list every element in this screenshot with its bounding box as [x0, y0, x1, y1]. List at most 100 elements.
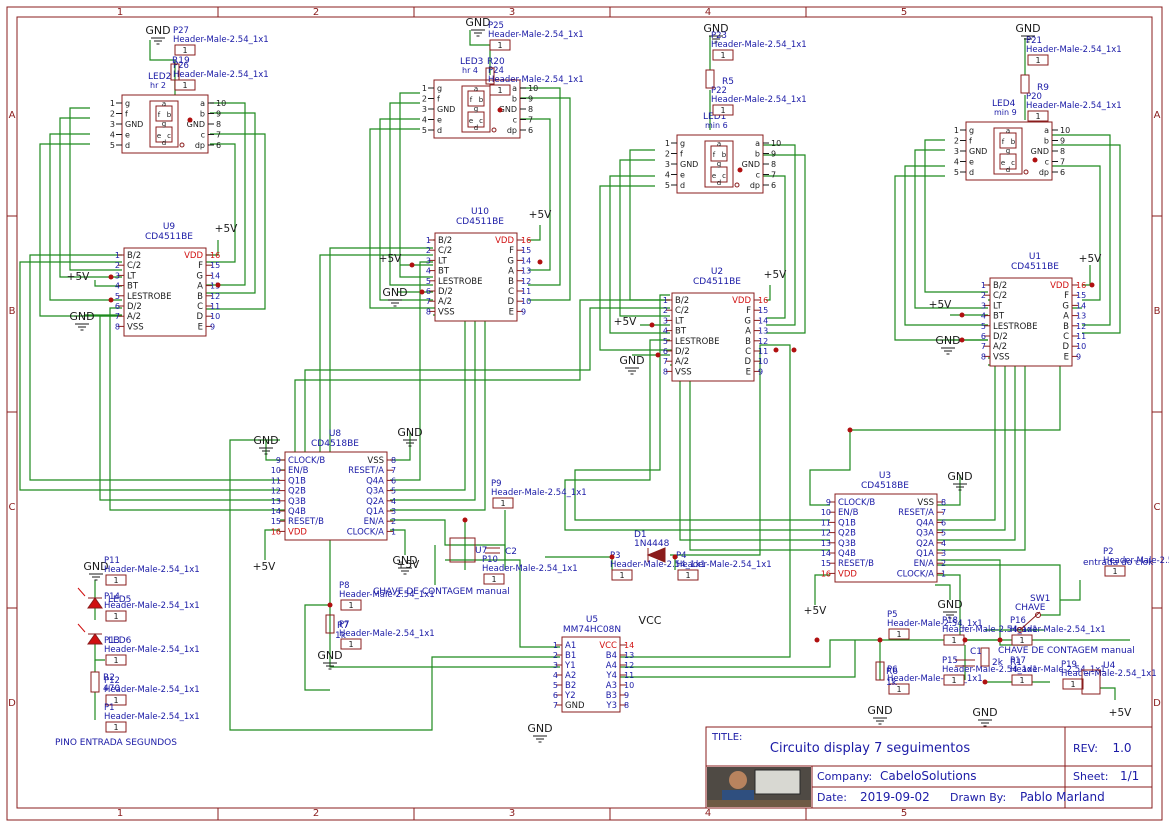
pin-number: 12: [271, 487, 281, 496]
header-pin-box: [489, 39, 511, 51]
pin-number: 10: [821, 508, 831, 517]
gnd-label: GND: [317, 649, 342, 662]
wire: [1050, 165, 1101, 301]
header-part: Header-Male-2.54_1x1: [1010, 625, 1106, 635]
pin-number: 11: [521, 287, 531, 296]
pin-name: Q4A: [366, 476, 384, 486]
pin-number: 5: [665, 181, 670, 190]
row-label: B: [1154, 306, 1161, 317]
pin-name: C: [745, 347, 751, 357]
pin-number: 9: [521, 307, 526, 316]
header-ref: P3: [610, 551, 621, 561]
pin-name: Q2A: [366, 497, 384, 507]
pin-name: A/2: [993, 342, 1007, 352]
header-ref: P6: [887, 665, 898, 675]
junction: [814, 637, 820, 643]
header-part: Header-Male-2.54_1x1: [1010, 665, 1106, 675]
pin-name: CLOCK/B: [288, 456, 325, 466]
header-pin-number: 1: [113, 696, 118, 705]
display-ref: LED3: [460, 57, 483, 67]
col-label: 2: [313, 808, 319, 819]
led6-label: LED6: [108, 636, 132, 646]
header-pin-number: 1: [1035, 112, 1040, 121]
wire: [564, 339, 830, 531]
header-pin-box: [1011, 674, 1033, 686]
header-ref: P12: [104, 676, 120, 686]
pin-name: Q2A: [916, 539, 934, 549]
pin-number: 5: [391, 487, 396, 496]
segment-label: a: [1006, 127, 1010, 135]
pin-number: 3: [553, 661, 558, 670]
pin-name: b: [512, 95, 517, 104]
title-label: TITLE:: [711, 732, 742, 743]
decoder-part: CD4511BE: [693, 277, 741, 287]
header-pin-box: [340, 599, 362, 611]
pin-number: 7: [1060, 158, 1065, 167]
header-ref: P14: [104, 592, 120, 602]
header-part: Header-Male-2.54_1x1: [887, 674, 983, 684]
gnd-symbol: GND: [145, 24, 171, 45]
col-label: 1: [117, 7, 123, 18]
pin-name: dp: [195, 141, 205, 150]
pin-number: 2: [954, 137, 959, 146]
pin-name: e: [125, 131, 130, 140]
gnd-label: GND: [392, 554, 417, 567]
display-ref: LED1: [703, 112, 726, 122]
pin-name: D: [507, 297, 514, 307]
pin-number: 15: [758, 306, 768, 315]
decoder-ref: U1: [1029, 252, 1041, 262]
pin-name: EN/B: [288, 466, 309, 476]
junction: [649, 322, 655, 328]
capacitor-c2: [485, 547, 500, 554]
pin-number: 5: [422, 126, 427, 135]
header-ref: P9: [491, 479, 502, 489]
pin-name: c: [756, 171, 760, 180]
pin-name: F: [1064, 291, 1069, 301]
pin-name: B: [197, 292, 203, 302]
pin-number: 3: [115, 271, 120, 280]
wire: [599, 185, 670, 351]
pin-number: 4: [110, 131, 115, 140]
pin-number: 6: [663, 347, 668, 356]
pin-name: B/2: [993, 281, 1007, 291]
segment-label: e: [157, 132, 161, 140]
counter-part: CD4518BE: [311, 439, 359, 449]
sw1-label: SW1: [1030, 594, 1050, 604]
pin-number: 10: [771, 139, 781, 148]
segment-inner: [467, 90, 485, 107]
plus5v-symbol: +5V: [379, 253, 402, 265]
header-pin-number: 1: [1019, 636, 1024, 645]
plus5v-label: +5V: [804, 605, 827, 617]
display-body: [965, 121, 1053, 181]
gnd-symbol: GND: [527, 722, 553, 743]
pin-number: 1: [391, 527, 396, 536]
resistor-ref: R20: [487, 57, 505, 67]
pin-name: A/2: [438, 297, 452, 307]
pin-number: 15: [210, 261, 220, 270]
pin-name: D: [196, 312, 203, 322]
header-pin-box: [1104, 565, 1126, 577]
resistor-r20: [485, 67, 495, 85]
diode-ref: D1: [634, 530, 647, 540]
chave-manual-label-2: CHAVE DE CONTAGEM manual: [998, 646, 1135, 656]
pin-name: B4: [606, 651, 617, 661]
pin-name: VSS: [675, 367, 692, 377]
misc-labels: D1 1N4448 C2 C1 U7 U4 SW1 CHAVE CHAVE DE…: [55, 56, 1154, 748]
header-pin-box: [712, 104, 734, 116]
header-pin-box: [1027, 54, 1049, 66]
wire: [935, 584, 951, 600]
pin-name: Q4A: [916, 518, 934, 528]
pin-number: 2: [110, 110, 115, 119]
pin-name: D: [744, 357, 751, 367]
pin-number: 7: [941, 508, 946, 517]
pin-name: A: [508, 267, 514, 277]
pin-name: VDD: [1050, 281, 1069, 291]
wire: [329, 610, 560, 668]
pin-number: 8: [771, 160, 776, 169]
pin-name: B: [1063, 322, 1069, 332]
decoder-ref: U2: [711, 267, 723, 277]
